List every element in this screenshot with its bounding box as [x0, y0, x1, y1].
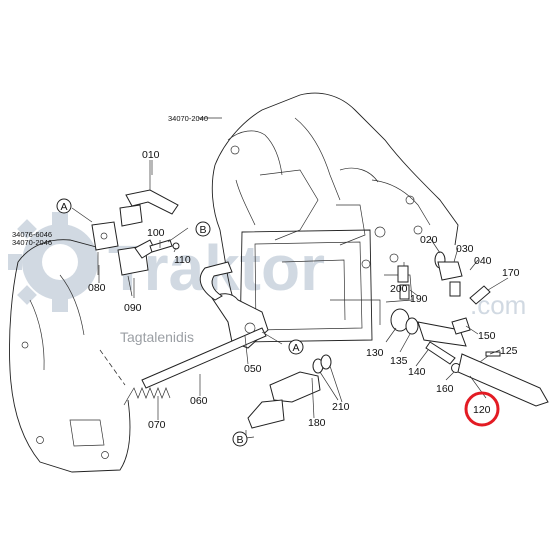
part-label-200: 200 [390, 283, 408, 295]
part-label-020: 020 [420, 234, 438, 246]
part-label-125: 125 [500, 345, 518, 357]
arm-140 [417, 321, 467, 365]
shift-rod-060 [141, 327, 267, 389]
part-label-140: 140 [408, 366, 426, 378]
svg-text:B: B [237, 434, 244, 446]
spring-070 [123, 387, 171, 406]
bracket-080-090 [91, 221, 156, 297]
part-label-040: 040 [474, 255, 492, 267]
watermark-tagline: Tagtalenidis [120, 329, 194, 345]
part-label-060: 060 [190, 395, 208, 407]
part-label-080: 080 [88, 282, 106, 294]
part-label-160: 160 [436, 383, 454, 395]
part-label-190: 190 [410, 293, 428, 305]
transmission-housing-upper [211, 92, 459, 343]
housing-label-top: 34070-2040 [168, 114, 208, 123]
part-label-130: 130 [366, 347, 384, 359]
svg-text:A: A [61, 201, 68, 213]
shaft-120 [457, 353, 549, 407]
pin-100-110 [149, 239, 180, 253]
housing-label-left-2: 34070-2046 [12, 238, 52, 247]
part-label-010: 010 [142, 149, 160, 161]
housing-label-left-1: 34076-6046 [12, 230, 52, 239]
part-label-110: 110 [174, 254, 191, 266]
highlight-circle [464, 391, 500, 427]
part-label-135: 135 [390, 355, 408, 367]
plate-130-135 [390, 308, 419, 335]
bolt-170 [469, 285, 491, 305]
part-label-100: 100 [147, 227, 165, 239]
callout-a-mid: A [288, 339, 304, 355]
svg-text:B: B [200, 224, 207, 236]
gear-icon [8, 212, 98, 312]
rings-210 [312, 354, 332, 374]
part-label-210: 210 [332, 401, 350, 413]
callout-b-top: B [195, 221, 211, 237]
plate-030 [437, 261, 463, 281]
lever-180 [245, 371, 321, 440]
part-label-170: 170 [502, 267, 520, 279]
part-label-090: 090 [124, 302, 142, 314]
part-label-180: 180 [308, 417, 326, 429]
callout-b-bottom: B [232, 431, 248, 447]
bolt-040 [449, 281, 461, 297]
parts-190-200 [397, 265, 410, 300]
transmission-housing-left [9, 239, 131, 473]
svg-text:A: A [293, 342, 300, 354]
part-label-150: 150 [478, 330, 496, 342]
highlight-part-120: 120 [464, 391, 500, 427]
part-label-050: 050 [244, 363, 262, 375]
part-label-030: 030 [456, 243, 474, 255]
part-label-070: 070 [148, 419, 166, 431]
part-label-120: 120 [473, 404, 491, 416]
callout-a-top: A [56, 198, 72, 214]
lever-010 [119, 160, 179, 227]
bolt-150 [451, 317, 471, 335]
